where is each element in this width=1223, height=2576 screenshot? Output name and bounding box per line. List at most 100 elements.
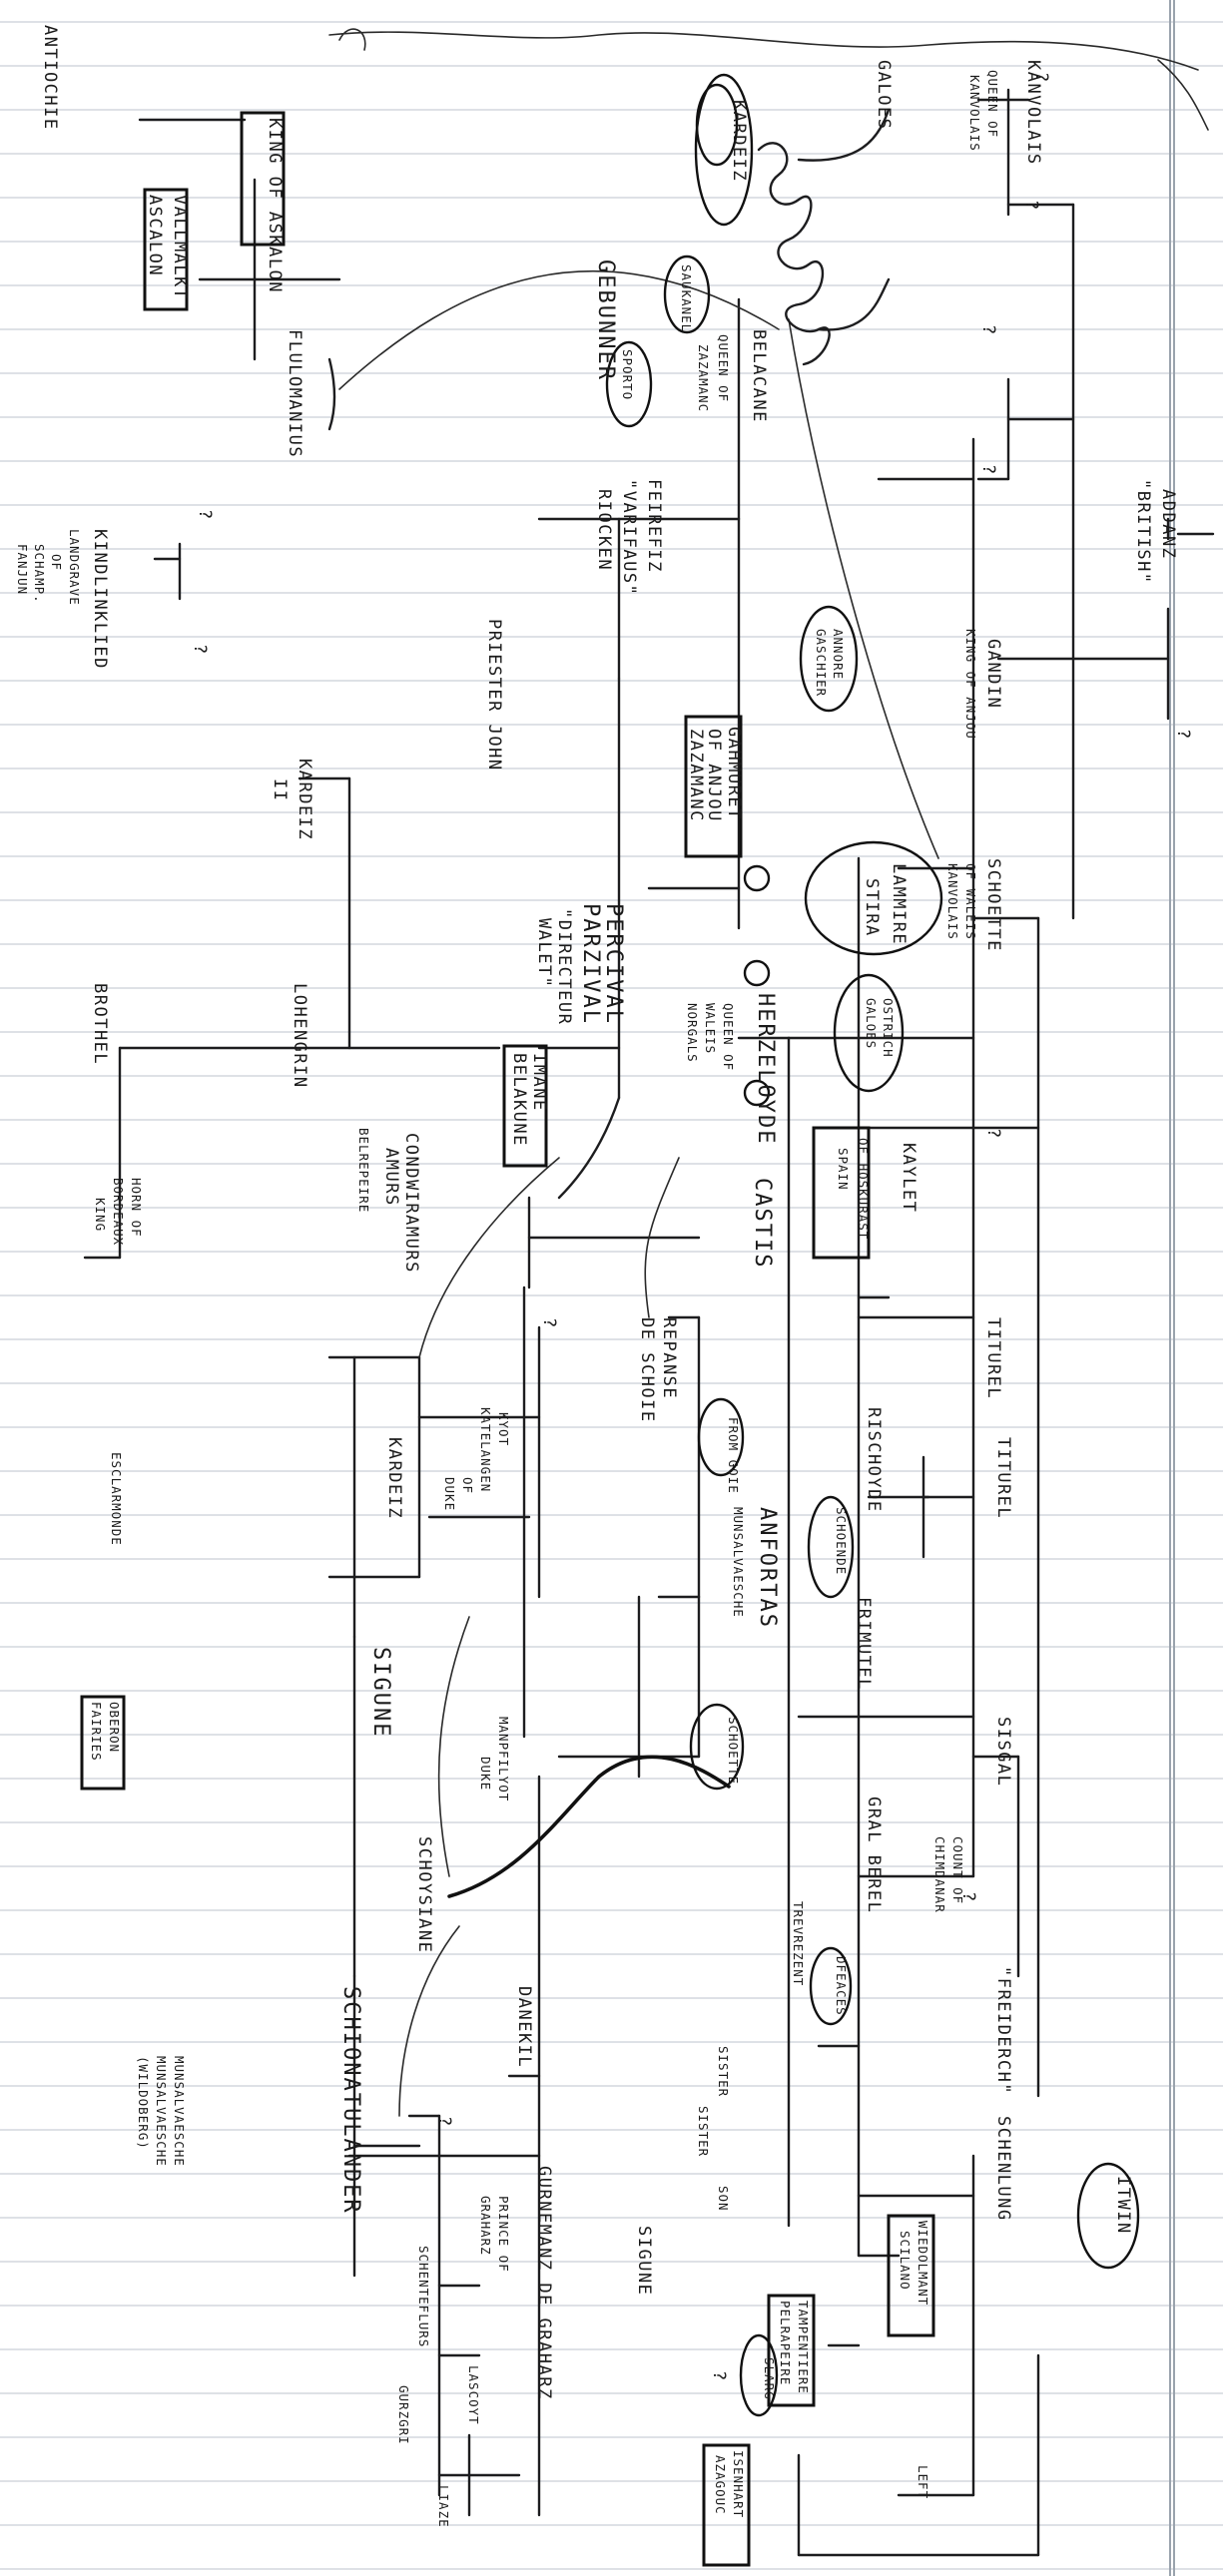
label-queenofkanv: QUEEN OF [985, 70, 1000, 138]
box-gahmuret [684, 715, 743, 858]
oval-ostrich [833, 973, 905, 1093]
qm-4: ? [978, 464, 998, 476]
label-munsalvaesche3: MUNSALVAESCHE [154, 2056, 169, 2167]
label-waleis: WALEIS [703, 1003, 718, 1054]
label-graharz: GRAHARZ [478, 2196, 493, 2256]
box-isenhart [702, 2443, 751, 2567]
label-gurnemanz: GURNEMANZ DE GRAHARZ [534, 2166, 554, 2400]
label-son: SON [716, 2186, 731, 2212]
label-sporto: SPORTO [620, 349, 635, 400]
label-spain: SPAIN [836, 1148, 851, 1191]
qm-6: ? [190, 644, 210, 656]
label-scilano: SCILANO [898, 2231, 913, 2291]
label-ofwaleis: OF WALEIS [963, 863, 978, 940]
label-britan: "BRITISH" [1133, 479, 1153, 585]
label-schoette2: SCHOETTE [726, 1717, 741, 1785]
label-varifaus: "VARIFAUS" [619, 479, 639, 596]
label-gandin: GANDIN [983, 639, 1003, 709]
label-annore: ANNORE [831, 629, 846, 680]
label-galoes2: GALOES [864, 998, 879, 1049]
label-queenof: QUEEN OF [716, 334, 731, 402]
box-tampentiere [767, 2294, 816, 2407]
oval-annore [799, 605, 859, 713]
label-duke: DUKE [442, 1477, 457, 1511]
label-kanvolais: KANVOLAIS [945, 863, 960, 940]
label-sisterlabel: SISTER [716, 2046, 731, 2097]
oval-mds [697, 1397, 745, 1477]
circle-2b [743, 959, 771, 987]
label-galoes: GALOES [874, 60, 894, 130]
label-walet: WALET" [534, 918, 554, 988]
oval-saukanel [605, 340, 653, 428]
label-lammire: LAMMIRE [889, 863, 909, 945]
label-dfeaces: DFEACES [834, 1956, 849, 2016]
label-priesterjohn: PRIESTER JOHN [484, 619, 504, 772]
label-blacc: SAUKANEL [679, 264, 694, 332]
label-belrepeire: BELREPEIRE [356, 1128, 371, 1213]
label-of: OF [49, 554, 64, 571]
label-danekil: DANEKIL [514, 1986, 534, 2068]
oval-lammire [804, 840, 943, 956]
label-brothel: BROTHEL [90, 983, 110, 1065]
label-schoysiane: SCHOYSIANE [414, 1836, 434, 1953]
label-azagouc: AZAGOUC [713, 2455, 728, 2515]
label-addanz: ADDANZ [1158, 489, 1178, 559]
oval-itwin [1076, 2162, 1140, 2270]
label-flulomanius: FLULOMANIUS [285, 329, 305, 458]
label-gebunner: GEBUNNER [593, 259, 618, 381]
label-parzival: PARZIVAL [578, 903, 603, 1025]
oval-kardiz [694, 73, 754, 227]
label-fromsoie: FROM GOIE [726, 1417, 741, 1494]
label-katelangen: KATELANGEN [478, 1407, 493, 1492]
label-schamp: SCHAMP. [32, 544, 47, 604]
qm-7: ? [195, 509, 215, 521]
label-lohengrin: LOHENGRIN [290, 983, 309, 1089]
qm-11: ? [434, 2116, 454, 2128]
coil-drawing [757, 108, 891, 366]
label-belacane: BELACANE [749, 329, 769, 423]
label-kardeizii: II [270, 778, 290, 801]
label-antiochie: ANTIOCHIE [40, 25, 60, 131]
qm-8: ? [539, 1317, 559, 1329]
qm-12: ? [709, 2370, 729, 2382]
label-munsalvaesche2: MUNSALVAESCHE [172, 2056, 187, 2167]
label-king: KING [93, 1198, 108, 1232]
qm-2: ? [1021, 200, 1041, 212]
label-left: LEFT [916, 2465, 930, 2499]
label-pelrapeire: PELRAPEIRE [778, 2301, 793, 2385]
label-frecsch: "FREIDERCH" [993, 1966, 1013, 2095]
label-sisterlabel2: SISTER [696, 2106, 711, 2157]
label-schionatulander: SCHIONATULANDER [338, 1986, 363, 2215]
label-wickedinland: KINDLINKLIED [90, 529, 110, 670]
label-itwin: ITWIN [1113, 2176, 1133, 2235]
circle-1 [743, 1079, 771, 1107]
label-askalon: ASCALON [145, 195, 165, 276]
box-kaylet [812, 1126, 871, 1260]
label-duke2: DUKE [478, 1757, 493, 1791]
label-kugcaen: RIOCKEN [594, 489, 614, 571]
oval-dfeaces [809, 1946, 853, 2026]
box-kingofaskalon [240, 111, 286, 247]
label-hornof: HORN OF [129, 1178, 144, 1238]
box-vallmalkt [143, 188, 189, 311]
label-tampentiere: TAMPENTIERE [796, 2301, 811, 2394]
label-reponse: REPANSE [659, 1317, 679, 1399]
label-anfortas: ANFORTAS [755, 1507, 780, 1629]
label-bordeaux: BORDEAUX [111, 1178, 126, 1246]
label-of2: OF [460, 1477, 475, 1494]
label-directeur: "DIRECTEUR [554, 908, 574, 1025]
label-isenhart: ISENHART [731, 2450, 746, 2518]
label-percival: PERCIVAL [601, 903, 626, 1025]
label-condwiramurs: CONDWIRAMURS [401, 1133, 421, 1274]
label-wiedolmant: WIEDOLMANT [916, 2221, 930, 2306]
label-hoskurast: OF HOSKURAST [856, 1138, 871, 1240]
box-imandane [502, 1044, 548, 1168]
label-kyot: KYOT [496, 1412, 511, 1446]
label-kingofaskalon: KING OF ASKALON [265, 118, 285, 293]
label-ofanjou: OF ANJOU [704, 729, 724, 822]
label-kardeiz1: KARDEIZ [295, 759, 314, 840]
label-prince: PRINCE OF [496, 2196, 511, 2273]
notebook-rules [0, 21, 1223, 2570]
label-titurel-top: TITUREL [983, 1317, 1003, 1399]
